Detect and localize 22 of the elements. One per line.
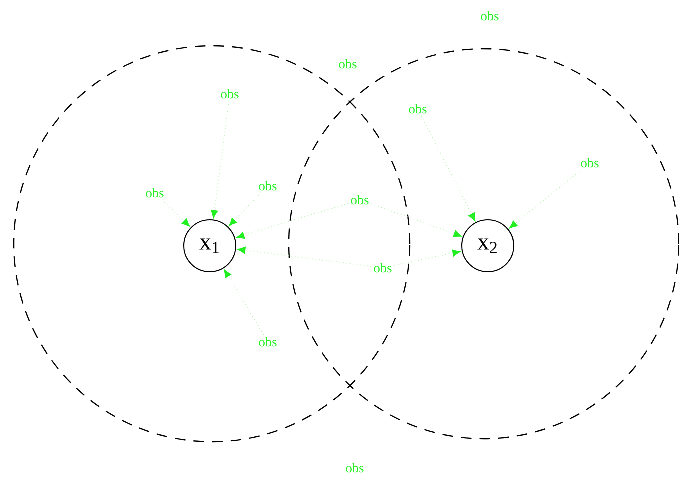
arrow <box>237 246 372 267</box>
arrow <box>211 100 230 219</box>
observation-label: obs <box>339 59 357 69</box>
arrow <box>509 170 582 229</box>
observation-label: obs <box>346 463 364 473</box>
arrow <box>421 116 476 222</box>
observation-label: obs <box>481 11 499 21</box>
arrow <box>224 270 264 336</box>
observation-label: obs <box>351 195 369 205</box>
arrow <box>371 204 462 238</box>
dashed-circle <box>13 45 411 443</box>
observation-label: obs <box>581 158 599 168</box>
observation-label: obs <box>409 104 427 114</box>
observation-label: obs <box>374 263 392 273</box>
observation-label: obs <box>259 337 277 347</box>
arrow <box>394 250 461 266</box>
arrow <box>162 200 190 227</box>
observation-label: obs <box>259 181 277 191</box>
observation-label: obs <box>221 89 239 99</box>
arrow <box>236 203 349 240</box>
observation-label: obs <box>146 188 164 198</box>
arrow <box>229 192 262 226</box>
